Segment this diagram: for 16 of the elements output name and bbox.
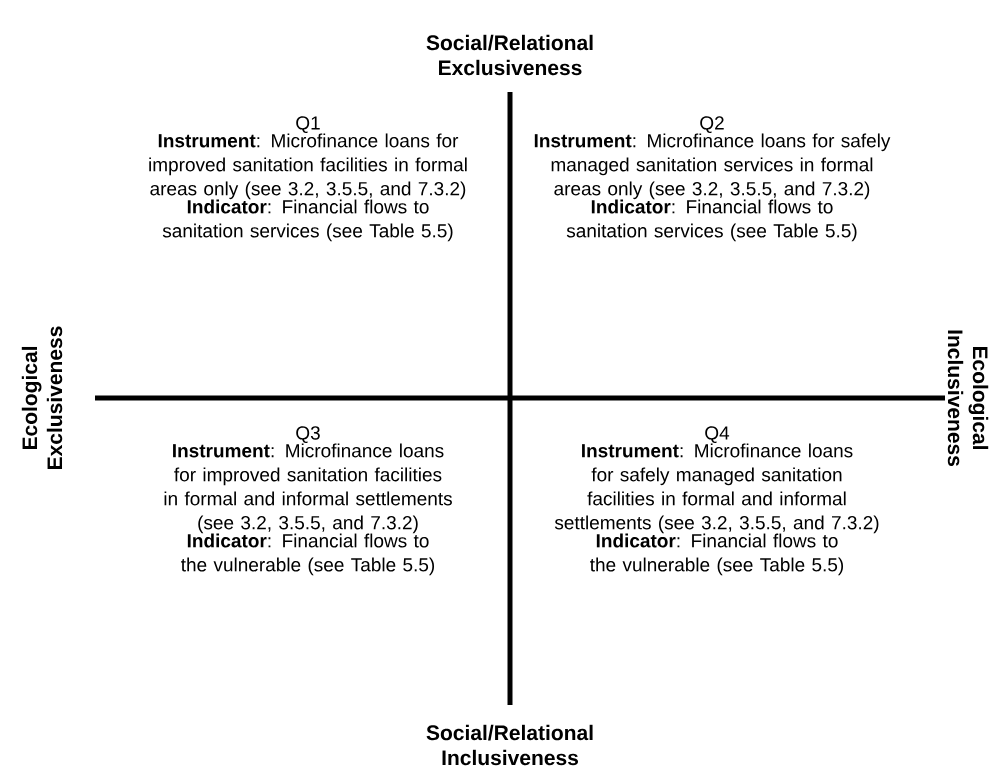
quadrant-label: Q3 [296,426,320,444]
axis-title: Ecological Inclusiveness [947,330,989,466]
quadrant-label: Q4 [705,426,730,444]
axis-title: Ecological Exclusiveness [21,326,63,469]
description-text: Indicator: Financial flows to the vulnerable (see Table 5.5) [181,533,435,576]
quadrant-label: Q2 [700,116,724,134]
description-text: Indicator: Financial flows to sanitation services (see Table 5.5) [162,199,453,242]
description-text: Instrument: Microfinance loans for safely managed sanitation facilities in formal and informal settlements (see 3.2, 3.5.5, and 7.3.2) [554,443,879,534]
description-text: Indicator: Financial flows to the vulnerable (see Table 5.5) [590,533,844,576]
axis-title: Social/Relational Exclusiveness [426,34,593,76]
description-text: Instrument: Microfinance loans for improved sanitation facilities in formal and informal settlements (see 3.2, 3.5.5, and 7.3.2) [164,443,452,534]
description-text: Indicator: Financial flows to sanitation services (see Table 5.5) [566,199,857,242]
axis-title: Social/Relational Inclusiveness [426,724,593,766]
description-text: Instrument: Microfinance loans for safely managed sanitation services in formal areas only (see 3.2, 3.5.5, and 7.3.2) [534,133,891,200]
quadrant-label: Q1 [296,116,320,134]
description-text: Instrument: Microfinance loans for improved sanitation facilities in formal areas only (see 3.2, 3.5.5, and 7.3.2) [149,133,467,200]
